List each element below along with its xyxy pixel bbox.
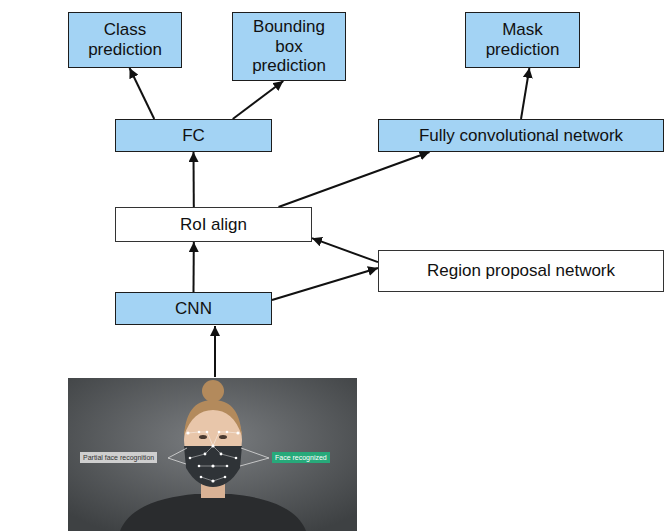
landmark-mesh: [188, 432, 238, 481]
box-text: Bounding box prediction: [233, 17, 345, 76]
leader-lines: [168, 448, 269, 466]
arrow-connector: [193, 242, 195, 292]
process-box: Region proposal network: [378, 250, 664, 292]
layer-box: FC: [115, 119, 272, 152]
arrow-connector: [193, 152, 195, 207]
landmark-dots: [186, 431, 239, 483]
eye: [219, 435, 227, 439]
box-label: Region proposal network: [427, 261, 615, 281]
box-label: Bounding box prediction: [238, 17, 340, 76]
output-box: Bounding box prediction: [232, 12, 346, 81]
box-text: Mask prediction: [466, 20, 579, 59]
box-text: Class prediction: [69, 20, 181, 59]
hair-bun: [202, 380, 224, 402]
box-label: Class prediction: [74, 20, 176, 59]
box-label: RoI align: [180, 215, 247, 235]
arrow-connector: [312, 238, 378, 262]
output-box: Mask prediction: [465, 12, 580, 68]
box-text: FC: [177, 126, 210, 146]
box-text: RoI align: [175, 215, 252, 235]
eye: [199, 435, 207, 439]
layer-box: Fully convolutional network: [378, 119, 664, 152]
hair: [184, 400, 242, 436]
arrow-connector: [521, 68, 529, 119]
box-label: CNN: [175, 299, 212, 319]
arrow-connector: [272, 268, 378, 300]
process-box: RoI align: [115, 207, 312, 242]
arrow-connector: [279, 152, 430, 207]
box-label: FC: [182, 126, 205, 146]
shoulders: [120, 494, 306, 531]
box-label: Mask prediction: [471, 20, 574, 59]
arrow-connector: [233, 81, 284, 119]
arrow-connector: [130, 68, 155, 119]
box-text: Fully convolutional network: [414, 126, 628, 146]
box-text: CNN: [170, 299, 217, 319]
output-box: Class prediction: [68, 12, 182, 68]
box-text: Region proposal network: [422, 261, 620, 281]
photo-ground: [68, 378, 357, 531]
photo-tag: Face recognized: [272, 452, 330, 463]
photo-tag: Partial face recognition: [80, 452, 157, 463]
face-mask: [184, 446, 242, 487]
layer-box: CNN: [115, 292, 272, 325]
box-label: Fully convolutional network: [419, 126, 623, 146]
input-arrow: [214, 326, 216, 377]
